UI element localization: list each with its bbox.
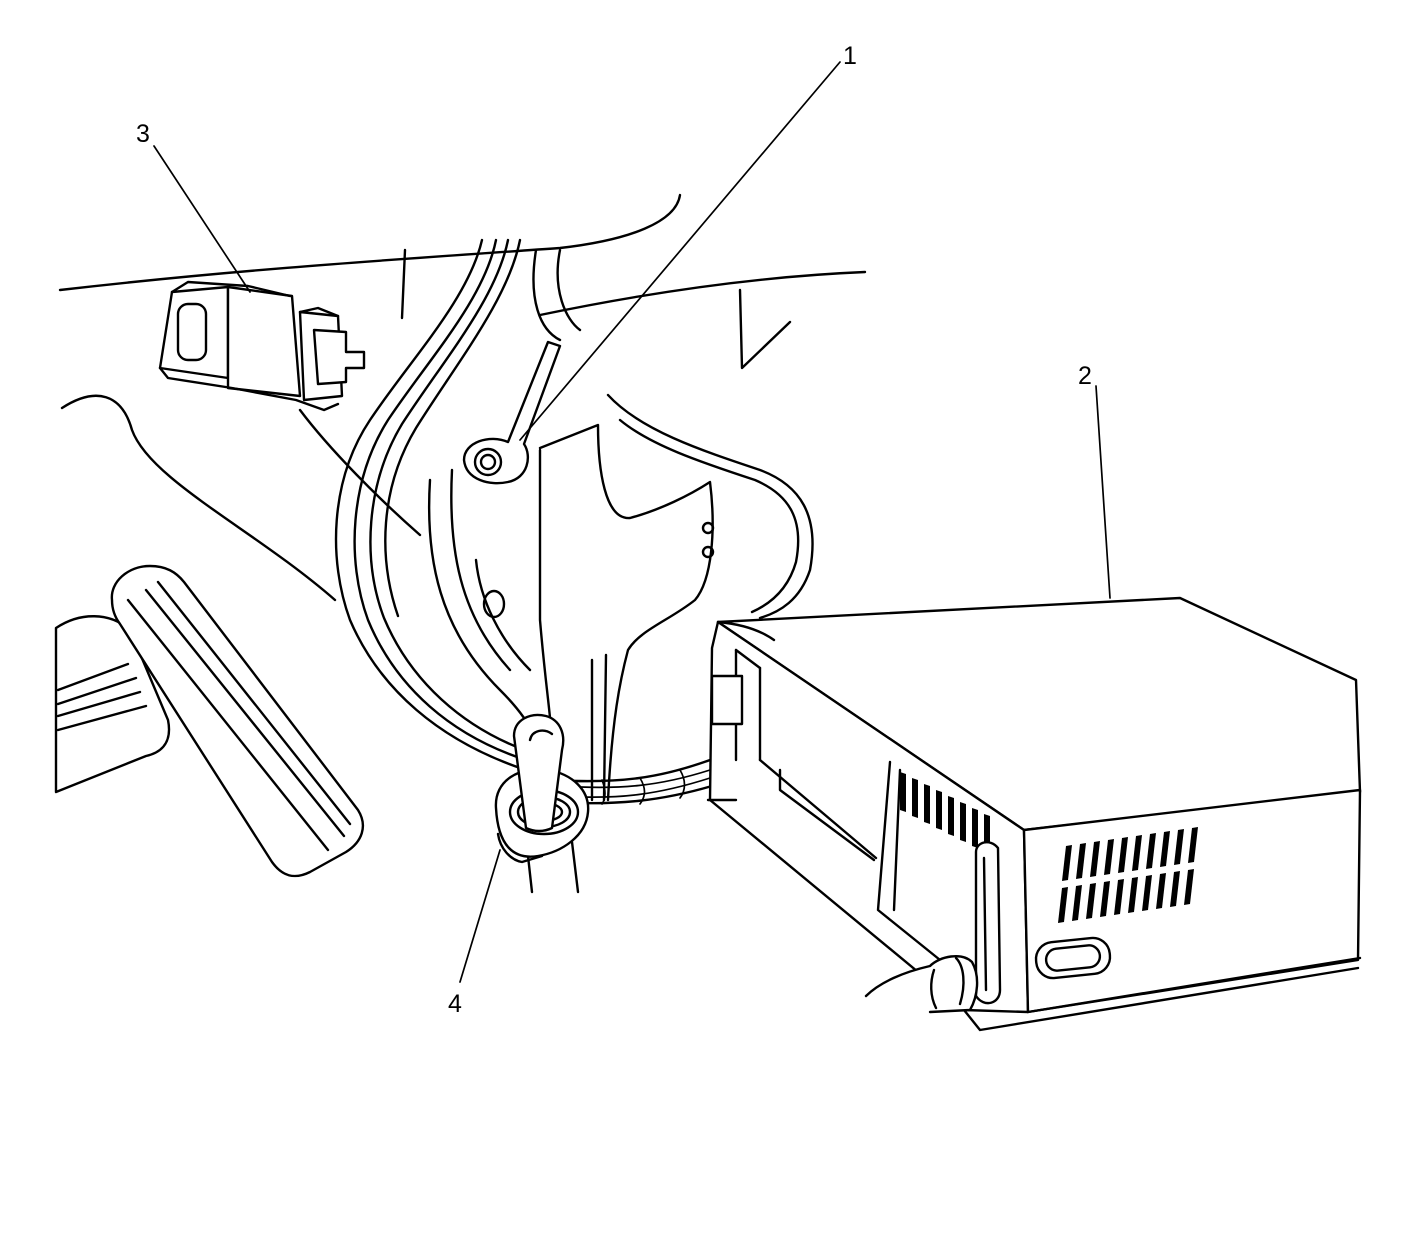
- relay-connector: [158, 280, 366, 412]
- callout-1-label: 1: [843, 42, 857, 70]
- hand: [864, 955, 979, 1014]
- leader-lines: [153, 61, 1111, 983]
- callout-2-label: 2: [1078, 362, 1092, 390]
- front-vent: [1058, 827, 1198, 923]
- callout-4-label: 4: [448, 990, 462, 1018]
- ring-grommet: [494, 713, 590, 864]
- side-vent: [900, 772, 990, 854]
- callout-3-label: 3: [136, 120, 150, 148]
- dashboard-structure: [58, 193, 867, 894]
- bracket-arm: [462, 340, 562, 485]
- module-box: [706, 596, 1362, 1032]
- pedals: [54, 564, 365, 878]
